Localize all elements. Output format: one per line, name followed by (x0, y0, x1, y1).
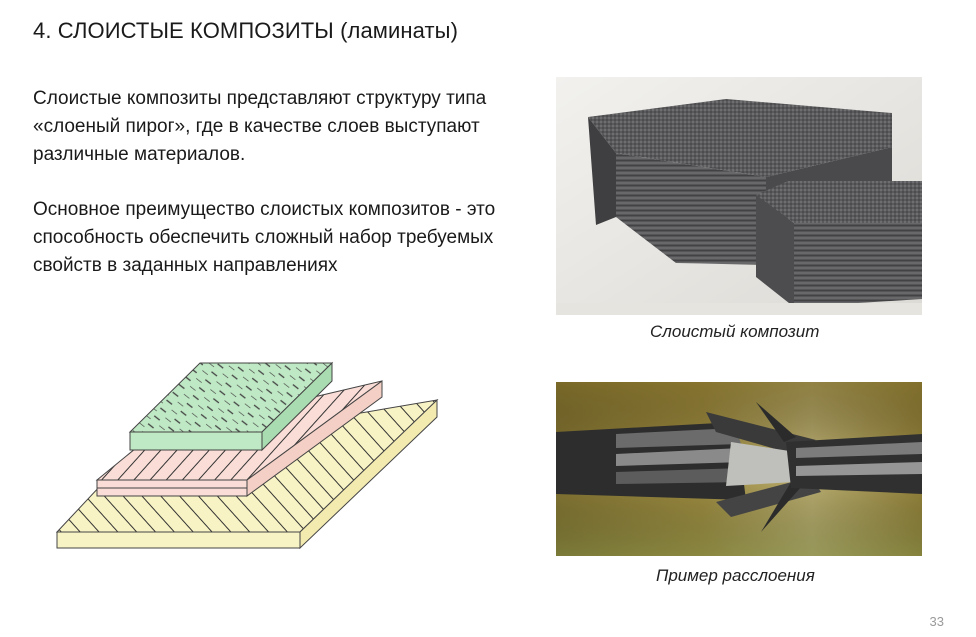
intro-paragraph: Слоистые композиты представляют структур… (33, 88, 487, 165)
laminate-layers-diagram (55, 361, 439, 550)
delamination-photo (556, 382, 922, 556)
page-number: 33 (929, 614, 944, 629)
delamination-photo-caption: Пример расслоения (656, 566, 815, 585)
advantage-paragraph: Основное преимущество слоистых композито… (33, 199, 496, 276)
top-layer (128, 361, 334, 452)
composite-photo-caption: Слоистый композит (650, 322, 820, 341)
slide-title: 4. СЛОИСТЫЕ КОМПОЗИТЫ (ламинаты) (33, 18, 459, 43)
layered-composite-photo (556, 77, 922, 315)
